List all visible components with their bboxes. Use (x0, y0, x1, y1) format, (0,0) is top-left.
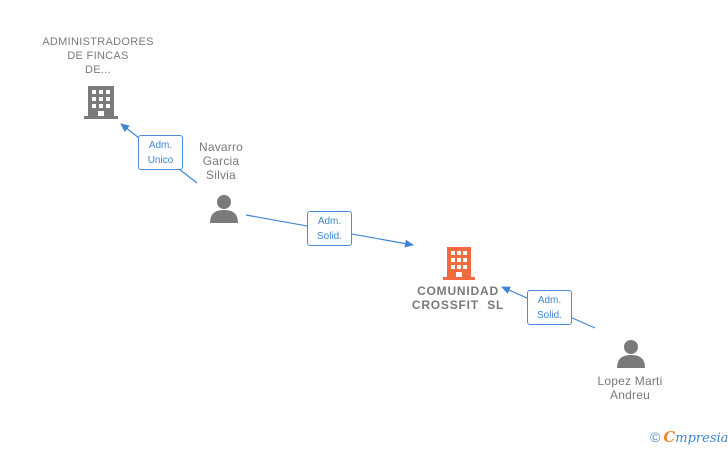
label-line: Lopez Marti (597, 374, 663, 388)
label-line: Silvia (206, 168, 236, 182)
role-badge-adm-solid[interactable]: Adm. Solid. (527, 290, 572, 325)
role-line: Solid. (536, 310, 562, 321)
admin-company-label[interactable]: ADMINISTRADORES DE FINCAS DE... (28, 35, 168, 77)
role-badge-adm-solid[interactable]: Adm. Solid. (307, 211, 352, 246)
label-line: DE... (85, 64, 111, 76)
role-badge-adm-unico[interactable]: Adm. Unico (138, 135, 183, 170)
label-line: COMUNIDAD (417, 284, 499, 298)
empresia-watermark[interactable]: ©Cmpresia (650, 428, 728, 446)
person-lopez-label[interactable]: Lopez Marti Andreu (580, 374, 680, 402)
label-line: CROSSFIT SL (411, 298, 505, 312)
role-line: Adm. (317, 216, 342, 227)
label-line: Navarro (198, 140, 244, 154)
label-line: Garcia (202, 154, 240, 168)
brand-logo-letter: C (663, 428, 676, 446)
person-icon[interactable] (209, 194, 239, 224)
person-icon[interactable] (616, 339, 646, 369)
person-navarro-label[interactable]: Navarro Garcia Silvia (180, 140, 262, 182)
label-line: DE FINCAS (67, 50, 129, 62)
brand-name: mpresia (675, 431, 728, 446)
main-company-label[interactable]: COMUNIDAD CROSSFIT SL (396, 284, 520, 312)
copyright-symbol: © (650, 429, 661, 445)
building-icon[interactable] (443, 245, 475, 281)
role-line: Solid. (316, 231, 342, 242)
role-line: Adm. (537, 295, 562, 306)
label-line: Andreu (610, 388, 650, 402)
role-line: Adm. (148, 140, 173, 151)
building-icon[interactable] (84, 84, 118, 120)
label-line: ADMINISTRADORES (42, 36, 154, 48)
role-line: Unico (147, 155, 174, 166)
